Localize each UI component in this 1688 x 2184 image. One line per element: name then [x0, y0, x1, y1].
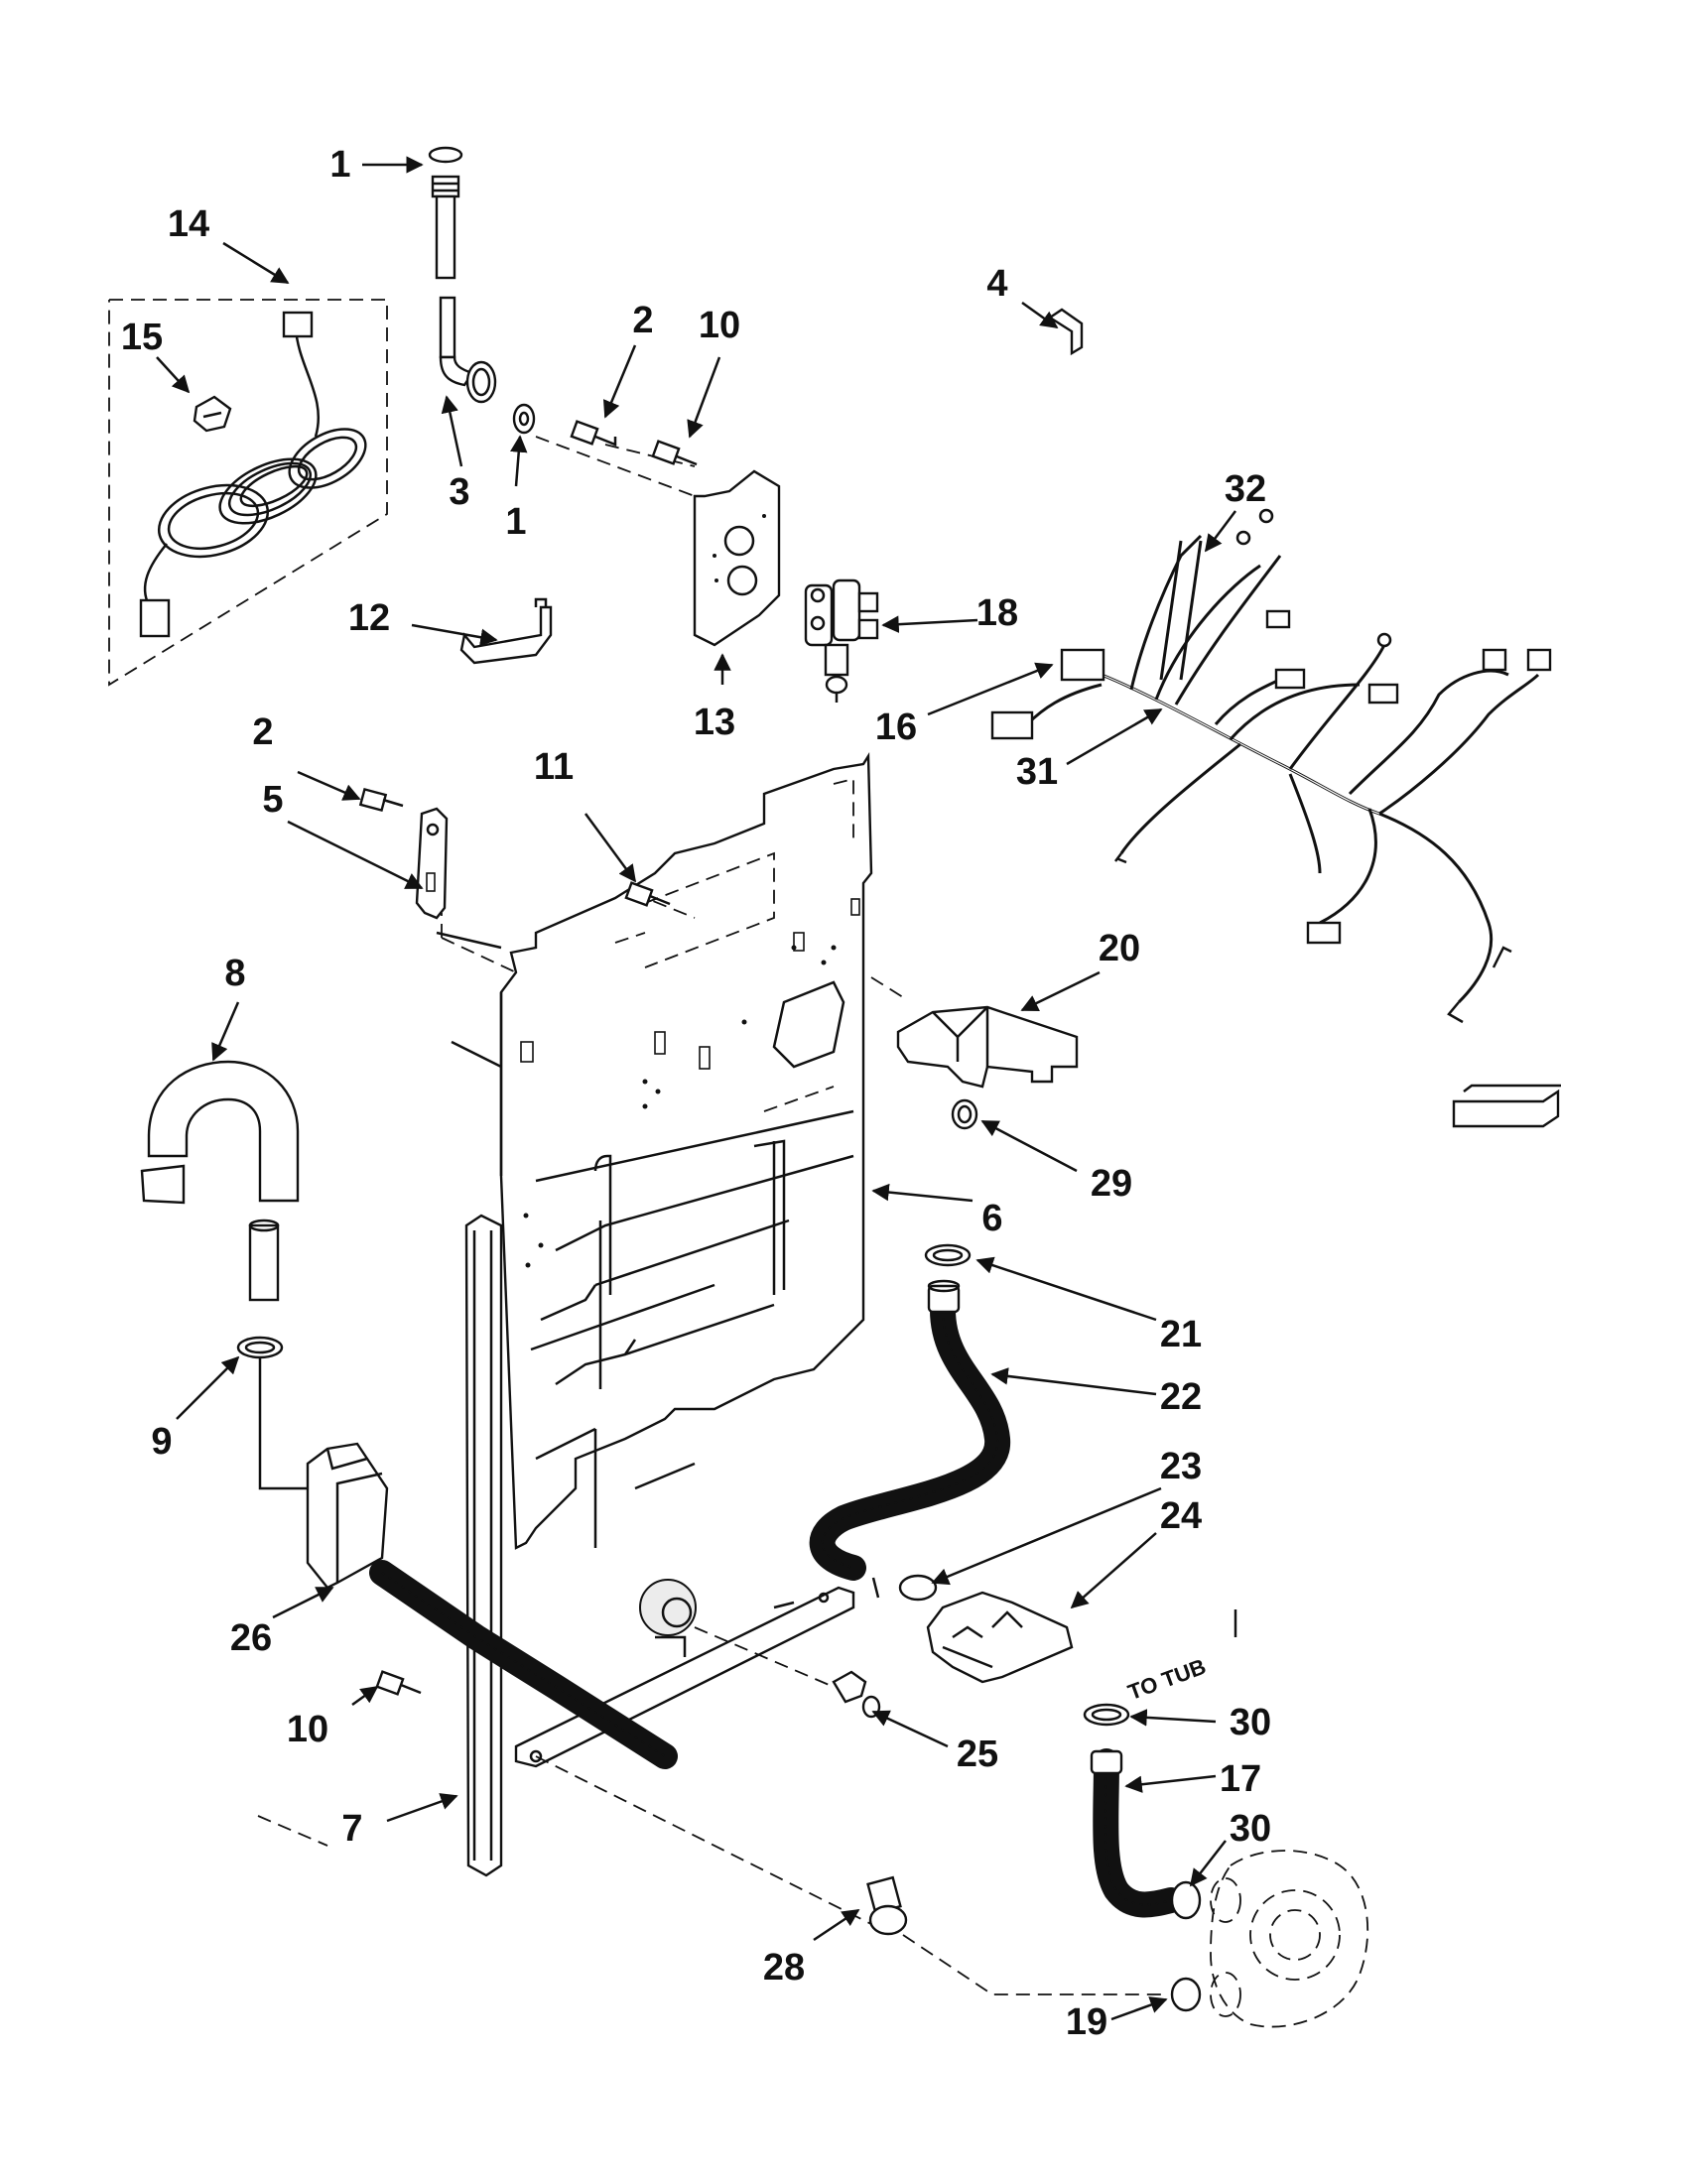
callout-4: 4: [986, 263, 1007, 305]
strap-5: [415, 807, 449, 920]
callout-3: 3: [449, 471, 469, 513]
screw-11: [624, 881, 671, 907]
clamp-29: [951, 1098, 978, 1130]
clamp-30-top: [1083, 1703, 1130, 1727]
callout-28: 28: [763, 1947, 805, 1989]
callout-5: 5: [262, 779, 283, 821]
rear-panel: [499, 751, 873, 1550]
callout-7: 7: [341, 1808, 362, 1850]
callout-31: 31: [1016, 751, 1058, 793]
clip-4: [1047, 308, 1084, 356]
cord-cover: [306, 1442, 389, 1590]
callout-21: 21: [1160, 1314, 1202, 1355]
callout-22: 22: [1160, 1376, 1202, 1418]
clamp-23: [898, 1574, 938, 1602]
to-tub-note: TO TUB: [1124, 1654, 1209, 1705]
callout-25: 25: [957, 1734, 998, 1775]
callout-9: 9: [151, 1421, 172, 1463]
callout-18: 18: [976, 592, 1018, 634]
callout-15: 15: [121, 317, 163, 358]
callout-17: 17: [1220, 1758, 1261, 1800]
plug-25: [832, 1670, 881, 1719]
callout-13: 13: [694, 702, 735, 743]
washer-lower: [512, 403, 536, 435]
screw-2-mid: [358, 787, 404, 813]
callout-19: 19: [1066, 2001, 1107, 2043]
screw-10-top: [651, 440, 698, 466]
callout-2: 2: [252, 711, 273, 753]
clamp-21: [924, 1243, 972, 1267]
hose-connector: [866, 1875, 908, 1936]
access-plug: [639, 1579, 697, 1636]
pump-outline: [1210, 1850, 1369, 2028]
callout-2: 2: [632, 300, 653, 341]
screw-10-low: [375, 1670, 422, 1696]
leader-lines: [156, 156, 1236, 2021]
callout-23: 23: [1160, 1446, 1202, 1487]
callout-8: 8: [224, 953, 245, 994]
callout-6: 6: [981, 1198, 1002, 1239]
callout-20: 20: [1099, 928, 1140, 969]
inlet-hose: [428, 146, 497, 404]
bracket-12: [459, 597, 553, 665]
clamp-9: [236, 1336, 284, 1359]
callout-1: 1: [329, 144, 350, 186]
water-valve: [804, 578, 879, 703]
power-cord-kit: [108, 299, 388, 687]
drain-hose: [809, 1279, 1010, 1581]
clamp-30-mid: [1170, 1880, 1202, 1920]
hose-bracket: [926, 1591, 1074, 1684]
callout-29: 29: [1091, 1163, 1132, 1205]
callout-32: 32: [1225, 468, 1266, 510]
callout-30: 30: [1230, 1702, 1271, 1743]
power-cord-flex: [369, 1560, 678, 1769]
callout-16: 16: [875, 707, 917, 748]
drain-hose-form: [140, 1060, 300, 1302]
side-rail: [464, 1214, 503, 1877]
callout-26: 26: [230, 1617, 272, 1659]
callout-10: 10: [699, 305, 740, 346]
callout-24: 24: [1160, 1495, 1202, 1537]
clamp-19: [1170, 1977, 1202, 2012]
pump-hose: [1090, 1748, 1184, 1918]
callout-14: 14: [168, 203, 209, 245]
callout-11: 11: [534, 746, 574, 788]
valve-bracket: [693, 469, 781, 647]
callout-12: 12: [348, 597, 390, 639]
screw-2-top: [570, 420, 617, 447]
hose-guide: [896, 1005, 1079, 1089]
callout-labels: 1 1 2 2 3 4 5 6 7 8 9 10 10 11 12 13 14 …: [121, 144, 1271, 2043]
wire-harness: [990, 508, 1561, 1128]
power-cord-coil: [139, 311, 367, 638]
callout-30: 30: [1230, 1808, 1271, 1850]
callout-10: 10: [287, 1709, 328, 1750]
callout-1: 1: [505, 501, 526, 543]
strain-relief: [193, 395, 232, 433]
